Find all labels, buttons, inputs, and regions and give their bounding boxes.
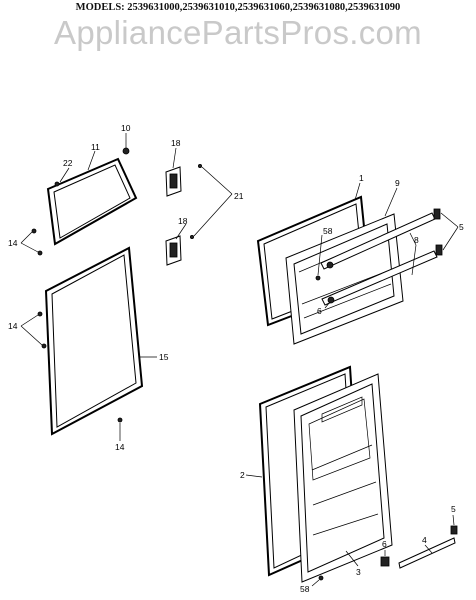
label-part-5-upper: 5 (459, 222, 464, 232)
screw-part-14-lower (117, 417, 123, 423)
screws-part-14-middle (37, 311, 47, 349)
label-part-6-lower: 6 (382, 539, 387, 549)
freezer-door-gasket (46, 157, 138, 246)
hinge-lower (165, 235, 182, 266)
shelf-end-caps-part-6 (326, 261, 335, 304)
label-part-14-middle: 14 (8, 321, 18, 331)
screw-part-22 (54, 181, 60, 187)
screw-part-21 (189, 163, 202, 239)
screws-part-14-upper (31, 228, 43, 256)
door-shelf-bars-part-8 (320, 212, 438, 306)
label-part-58-lower: 58 (300, 584, 310, 594)
label-part-5-lower: 5 (451, 504, 456, 514)
door-shelf-bar-part-4 (398, 537, 456, 569)
label-part-4: 4 (422, 535, 427, 545)
label-part-21: 21 (234, 191, 244, 201)
label-part-2: 2 (240, 470, 245, 480)
label-part-15: 15 (159, 352, 169, 362)
fresh-food-door-liner (293, 373, 393, 583)
label-part-14-upper: 14 (8, 238, 18, 248)
label-part-58-upper: 58 (323, 226, 333, 236)
label-part-14-lower: 14 (115, 442, 125, 452)
models-header: MODELS: 2539631000,2539631010,2539631060… (75, 2, 401, 13)
fresh-food-door-gasket (44, 246, 144, 436)
label-part-18-upper: 18 (171, 138, 181, 148)
label-part-3: 3 (356, 567, 361, 577)
label-part-9: 9 (395, 178, 400, 188)
screw-part-58-lower (318, 575, 324, 581)
label-part-18-lower: 18 (178, 216, 188, 226)
screw-part-58-upper (315, 275, 321, 281)
shelf-end-cap-part-6-lower (380, 556, 390, 567)
watermark-logo: AppliancePartsPros.com (54, 14, 422, 51)
label-part-11: 11 (91, 142, 100, 152)
label-part-6-upper: 6 (317, 306, 322, 316)
hinge-upper (165, 166, 182, 197)
label-part-10: 10 (121, 123, 131, 133)
shelf-cap-part-5-lower (450, 525, 458, 535)
leader-lines (20, 133, 459, 587)
label-part-8: 8 (414, 235, 419, 245)
label-part-22: 22 (63, 158, 73, 168)
screw-part-10 (122, 147, 130, 155)
label-part-1: 1 (359, 173, 364, 183)
shelf-caps-part-5-upper (433, 208, 443, 256)
